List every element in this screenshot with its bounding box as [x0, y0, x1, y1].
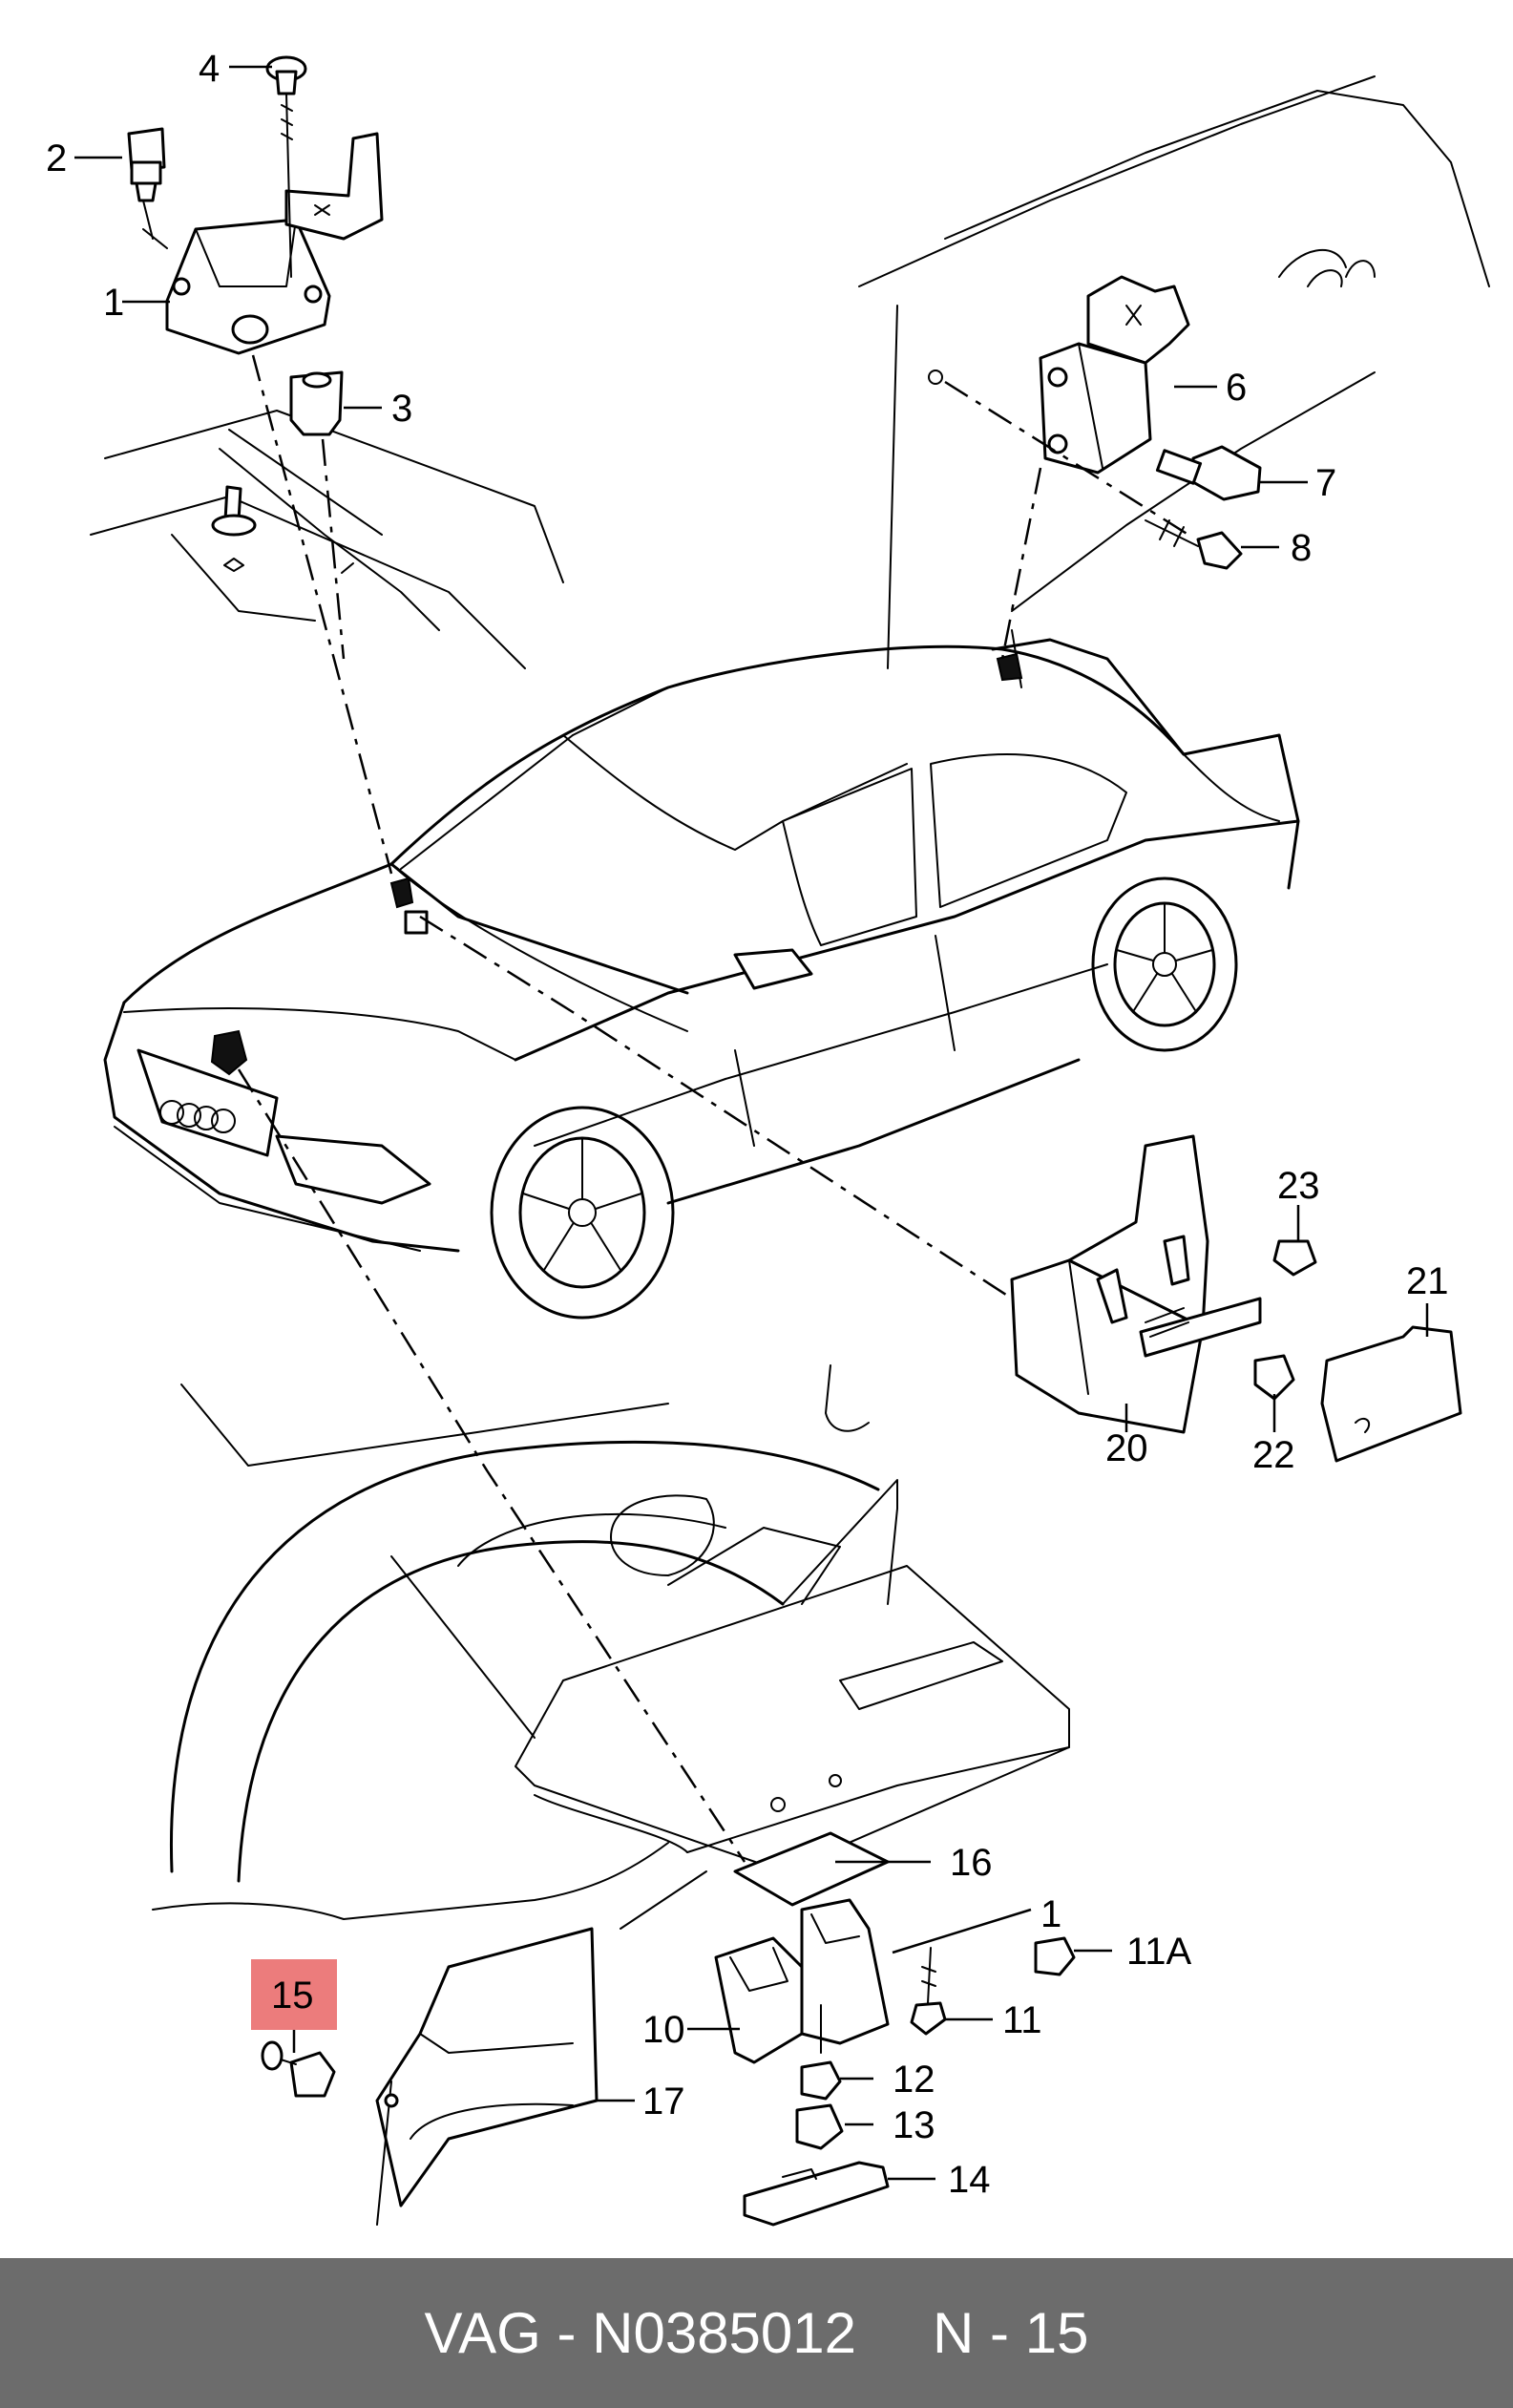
- bracket-20-assembly: [1010, 1134, 1462, 1463]
- car-body: [103, 638, 1300, 1320]
- callout-13: 13: [893, 2104, 935, 2146]
- callout-1: 1: [103, 282, 124, 324]
- callout-23: 23: [1277, 1165, 1320, 1207]
- callout-12: 12: [893, 2059, 935, 2101]
- exploded-parts-diagram: 1 2 3 4 6 7 8 10 11 1 11A 12 13 14 15 16…: [46, 48, 1490, 2227]
- callout-14: 14: [948, 2159, 991, 2201]
- callout-16: 16: [950, 1842, 993, 1884]
- callout-22: 22: [1252, 1434, 1295, 1476]
- callout-20: 20: [1105, 1427, 1148, 1469]
- callout-17: 17: [642, 2081, 685, 2123]
- leader-lines: [74, 65, 1429, 2181]
- bracket-1: [142, 132, 384, 355]
- top-right-detail: [858, 75, 1490, 688]
- callout-15: 15: [271, 1975, 314, 2017]
- bracket-10-assembly: [714, 1898, 1076, 2227]
- screw-8: [1145, 519, 1243, 570]
- callout-21: 21: [1406, 1260, 1449, 1302]
- assembly-lines: [237, 354, 1189, 1863]
- callout-15-highlight: [251, 1959, 337, 2030]
- callout-11: 11: [1002, 1999, 1042, 2041]
- callout-6: 6: [1226, 367, 1247, 409]
- clip-nut-3: [289, 370, 344, 436]
- panel-17-assembly: [261, 1927, 599, 2226]
- callout-2: 2: [46, 137, 67, 180]
- part-number-label: VAG - N0385012: [424, 2301, 857, 2365]
- diagram-position-label: N - 15: [933, 2301, 1089, 2365]
- bolt-2: [127, 127, 166, 240]
- bracket-6: [1039, 275, 1190, 475]
- callout-11a-ref: 1: [1040, 1893, 1061, 1935]
- callout-11a: 11A: [1126, 1931, 1192, 1973]
- screw-4: [265, 55, 307, 278]
- callout-8: 8: [1291, 527, 1312, 569]
- lower-detail: [152, 1364, 1070, 1930]
- bolt-7: [1155, 445, 1262, 501]
- top-left-detail: [90, 410, 564, 669]
- callout-4: 4: [199, 48, 220, 90]
- callout-3: 3: [391, 388, 412, 430]
- callout-7: 7: [1315, 462, 1336, 504]
- footer-bar: VAG - N0385012 N - 15: [0, 2258, 1513, 2408]
- callout-10: 10: [642, 2009, 685, 2051]
- callouts: 1 2 3 4 6 7 8 10 11 1 11A 12 13 14 15 16…: [46, 48, 1449, 2201]
